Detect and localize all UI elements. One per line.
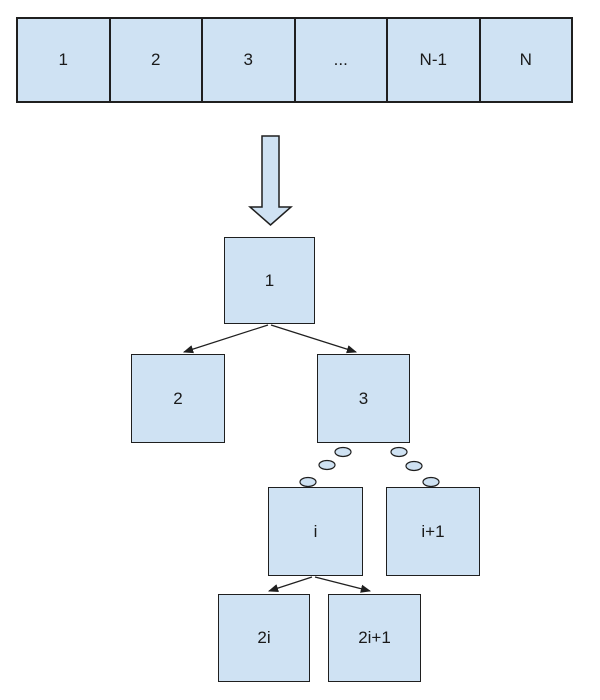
tree-node-2i-plus-1: 2i+1 — [328, 594, 421, 682]
continuation-dots-left — [299, 446, 352, 488]
edge-i-to-2i-plus-1 — [314, 576, 372, 593]
tree-node-i: i — [268, 487, 363, 576]
tree-node-i-plus-1: i+1 — [386, 487, 480, 576]
array-cell-2: 2 — [108, 19, 202, 101]
tree-node-2: 2 — [131, 354, 225, 443]
array-cell-n-minus-1: N-1 — [386, 19, 479, 101]
tree-node-2i: 2i — [218, 594, 310, 682]
array-cell-n: N — [478, 19, 572, 101]
edge-1-to-2 — [182, 324, 269, 354]
tree-node-root: 1 — [224, 237, 315, 324]
tree-node-3: 3 — [317, 354, 410, 443]
array-cell-1: 1 — [58, 50, 68, 69]
edge-i-to-2i — [267, 576, 313, 593]
array-row: 1 2 3 ... N-1 N — [16, 17, 573, 103]
edge-1-to-3 — [270, 324, 358, 354]
continuation-dots-right — [390, 446, 440, 488]
array-cell-ellipsis: ... — [293, 19, 387, 101]
array-cell-3: 3 — [201, 19, 294, 101]
down-arrow-icon — [248, 135, 293, 226]
